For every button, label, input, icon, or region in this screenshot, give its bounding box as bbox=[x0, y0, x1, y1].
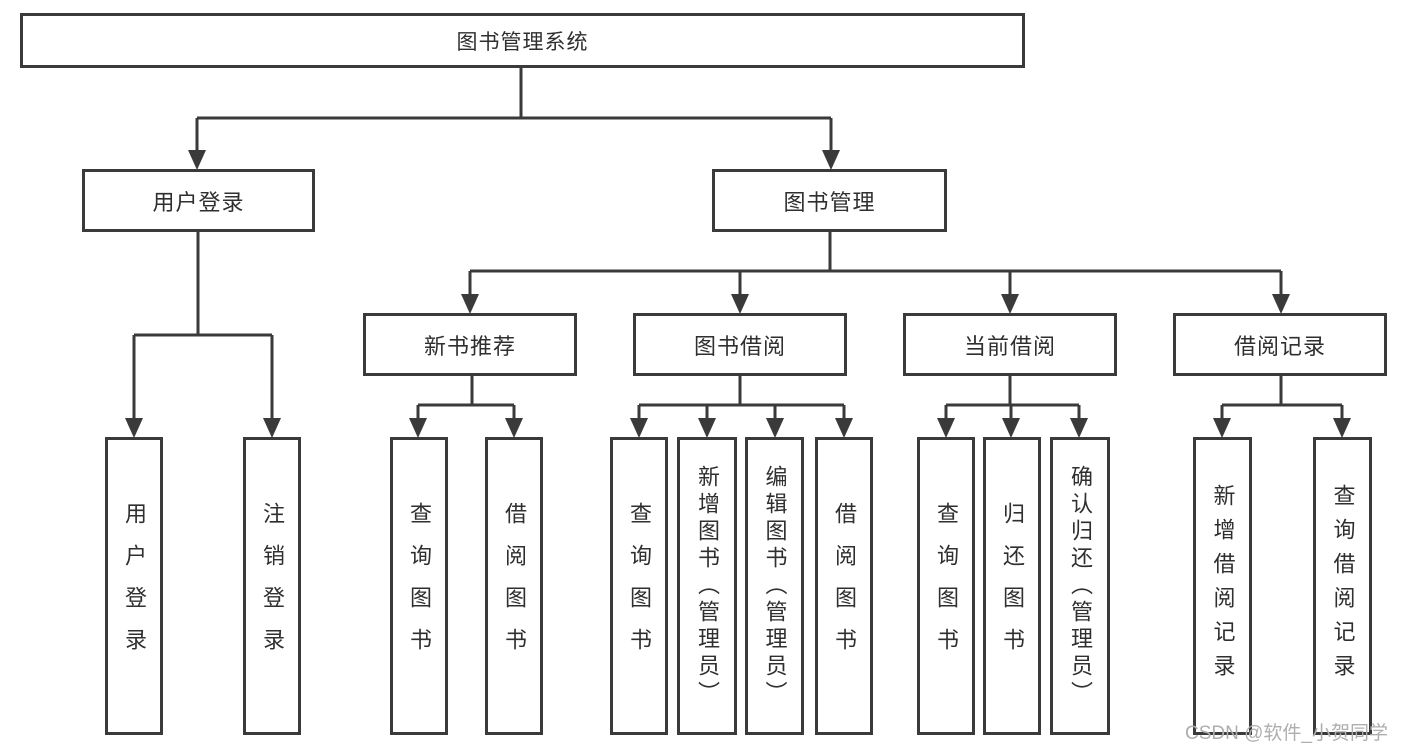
leaf-query-book-2-label: 查询图书 bbox=[627, 502, 652, 670]
leaf-query-book-3-label: 查询图书 bbox=[934, 502, 959, 670]
leaf-add-book-admin: 新增图书（管理员） bbox=[677, 437, 737, 735]
leaf-logout-label: 注销登录 bbox=[260, 502, 285, 670]
leaf-add-book-admin-label: 新增图书（管理员） bbox=[695, 464, 720, 708]
leaf-add-borrow-record: 新增借阅记录 bbox=[1193, 437, 1252, 735]
leaf-edit-book-admin: 编辑图书（管理员） bbox=[745, 437, 804, 735]
leaf-logout: 注销登录 bbox=[243, 437, 301, 735]
leaf-user-login-label: 用户登录 bbox=[122, 502, 147, 670]
leaf-borrow-book-2-label: 借阅图书 bbox=[832, 502, 857, 670]
leaf-borrow-book-1-label: 借阅图书 bbox=[502, 502, 527, 670]
leaf-edit-book-admin-label: 编辑图书（管理员） bbox=[762, 464, 788, 708]
leaf-borrow-book-2: 借阅图书 bbox=[815, 437, 873, 735]
node-book-management: 图书管理 bbox=[712, 169, 947, 232]
leaf-query-book-1-label: 查询图书 bbox=[407, 502, 432, 670]
leaf-query-borrow-record-label: 查询借阅记录 bbox=[1330, 484, 1356, 688]
leaf-confirm-return-admin-label: 确认归还（管理员） bbox=[1068, 464, 1093, 708]
leaf-add-borrow-record-label: 新增借阅记录 bbox=[1210, 484, 1236, 688]
node-user-login: 用户登录 bbox=[82, 169, 315, 232]
csdn-watermark: CSDN @软件_小贺同学 bbox=[1185, 723, 1388, 744]
leaf-confirm-return-admin: 确认归还（管理员） bbox=[1050, 437, 1110, 735]
node-book-borrow: 图书借阅 bbox=[633, 313, 847, 376]
leaf-query-book-2: 查询图书 bbox=[610, 437, 668, 735]
leaf-query-borrow-record: 查询借阅记录 bbox=[1313, 437, 1372, 735]
node-current-borrow: 当前借阅 bbox=[903, 313, 1117, 376]
leaf-query-book-3: 查询图书 bbox=[917, 437, 975, 735]
leaf-return-book-label: 归还图书 bbox=[1000, 502, 1025, 670]
leaf-borrow-book-1: 借阅图书 bbox=[485, 437, 543, 735]
leaf-user-login: 用户登录 bbox=[105, 437, 163, 735]
node-root: 图书管理系统 bbox=[20, 13, 1025, 68]
leaf-query-book-1: 查询图书 bbox=[390, 437, 448, 735]
node-borrow-record: 借阅记录 bbox=[1173, 313, 1387, 376]
leaf-return-book: 归还图书 bbox=[983, 437, 1041, 735]
node-new-book-recommend: 新书推荐 bbox=[363, 313, 577, 376]
